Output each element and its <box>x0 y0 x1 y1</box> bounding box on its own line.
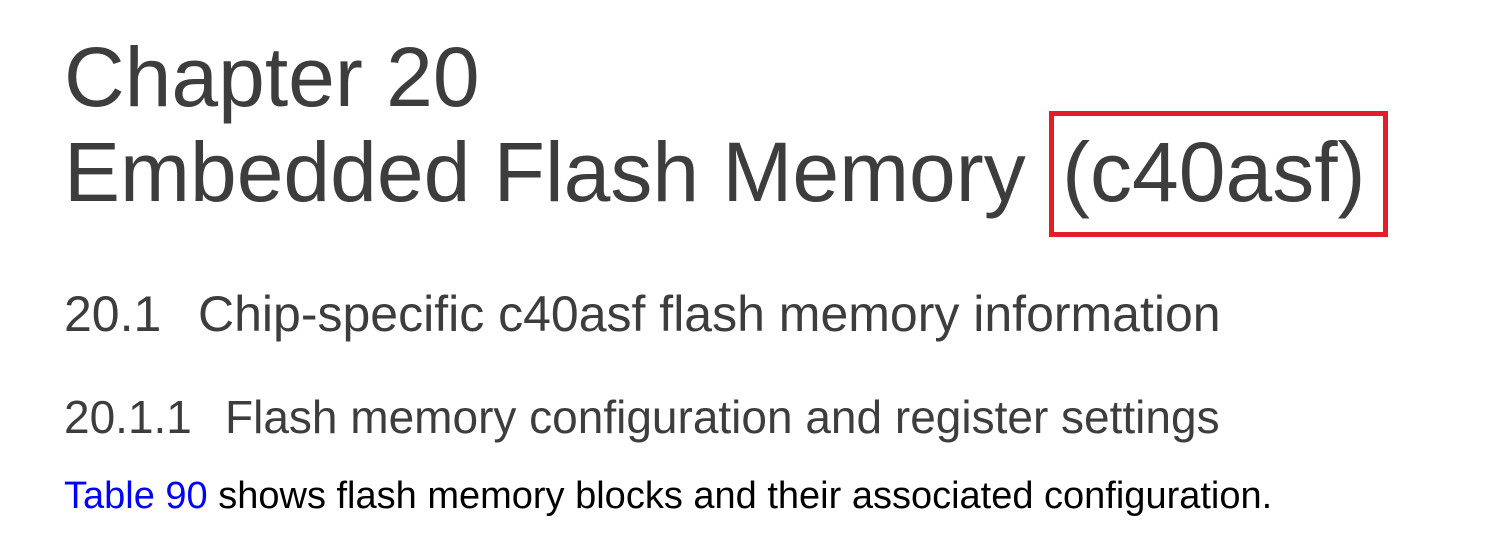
section-number: 20.1 <box>64 286 162 342</box>
chip-name-highlight-box: (c40asf) <box>1049 111 1388 237</box>
section-heading: 20.1 Chip-specific c40asf flash memory in… <box>64 289 1221 339</box>
chapter-heading: Chapter 20 Embedded Flash Memory (c40asf… <box>64 30 1388 237</box>
table-90-link[interactable]: Table 90 <box>64 475 208 517</box>
body-paragraph: Table 90 shows flash memory blocks and t… <box>64 476 1272 516</box>
chapter-title-line: Embedded Flash Memory <box>64 125 1026 219</box>
section-title: Chip-specific c40asf flash memory inform… <box>198 286 1221 342</box>
subsection-number: 20.1.1 <box>64 391 192 443</box>
subsection-title: Flash memory configuration and register … <box>225 391 1220 443</box>
body-paragraph-text: shows flash memory blocks and their asso… <box>207 475 1273 517</box>
chapter-number-line: Chapter 20 <box>64 30 480 124</box>
subsection-heading: 20.1.1 Flash memory configuration and reg… <box>64 394 1220 440</box>
